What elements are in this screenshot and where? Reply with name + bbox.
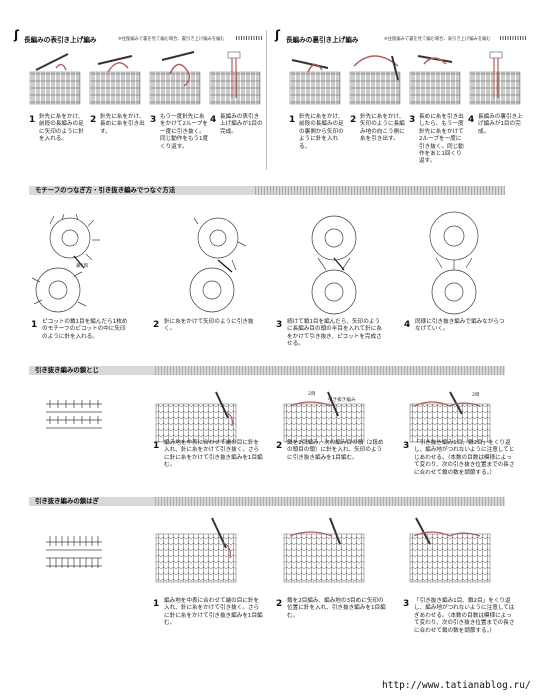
step-text: 針先に糸をかけ、矢印のように長編み地の向こう側に糸を引き出す。 [360, 114, 405, 143]
step-text: 続けて鎖1目を編んだら、矢印のように長編み目の頭の半目を入れて針に糸をかけて引き… [287, 319, 382, 348]
header-hatch [155, 366, 505, 375]
step-text: 鎖を2目編み、次の編み目の頭（2段めの頭目の頭）に針を入れ、矢印のように引き抜き… [287, 440, 384, 461]
step-text: 針に糸をかけて矢印のように引き抜く。 [164, 319, 254, 333]
sec1-rule [236, 36, 262, 40]
step-text: 長編みの表引き上げ編みが1目の完成。 [220, 114, 263, 135]
step-text: 針先に糸をかけ、前段の長編みの足の裏側から矢印のように針を入れる。 [299, 114, 344, 150]
step-number: 1 [153, 599, 160, 609]
hook-icon: ʃ [275, 28, 280, 42]
sec3-header: モチーフのつなぎ方・引き抜き編みでつなぐ方法 [29, 186, 505, 195]
step-number: 2 [90, 115, 97, 125]
column-divider [266, 30, 267, 170]
step-number: 2 [350, 115, 357, 125]
step-number: 3 [409, 115, 416, 125]
step-number: 2 [153, 320, 160, 330]
header-hatch [155, 497, 505, 506]
step-number: 1 [31, 320, 38, 330]
step-number: 1 [153, 441, 160, 451]
step-text: 針先に糸をかけ、長めに糸を引き出す。 [100, 114, 145, 135]
step-text: 針先に糸をかけ、前段の長編みの足に矢印のように針を入れる。 [39, 114, 84, 143]
step-text: 編み地を中表に合わせて端の目に針を入れ、針に糸をかけて引き抜く。さらに針に糸をか… [164, 598, 263, 627]
sec3-title: モチーフのつなぎ方・引き抜き編みでつなぐ方法 [35, 186, 176, 194]
step-number: 4 [404, 320, 411, 330]
step-number: 3 [276, 320, 283, 330]
watermark-url: http://www.tatianablog.ru/ [382, 680, 531, 691]
sec4-header: 引き抜き編みの鎖とじ [29, 366, 505, 375]
hook-icon: ʃ [14, 28, 19, 42]
chain-label: 2目 [472, 393, 480, 398]
sec5-header: 引き抜き編みの鎖はぎ [29, 497, 505, 506]
header-hatch [255, 186, 505, 195]
chain-label: 鎖1目 [76, 264, 89, 269]
step-number: 1 [289, 115, 296, 125]
sec1-illustrations [29, 51, 261, 105]
sec1-note: ※往復編みで裏を見て編む場合、裏引き上げ編みを編む [118, 37, 225, 42]
step-text: 長編みの裏引き上げ編みが1目の完成。 [478, 114, 523, 135]
step-text: もう一度針先に糸をかけて2ループを一度に引き抜く。同じ動作をもう1度くり返す。 [160, 114, 209, 150]
sec4-illustrations [46, 391, 491, 443]
sec2-illustrations [289, 51, 521, 105]
sec5-title: 引き抜き編みの鎖はぎ [35, 497, 99, 505]
chain-label: 2目 [308, 392, 316, 397]
sec5-illustrations [46, 517, 491, 583]
sec1-title: 長編みの表引き上げ編み [24, 36, 97, 44]
step-text: 「引き抜き編み1目、鎖2目」をくり返し、編み地がつれないように注意してとじあわせ… [414, 440, 515, 476]
sec4-title: 引き抜き編みの鎖とじ [35, 366, 99, 374]
sec3-illustrations [31, 211, 479, 315]
step-text: 同様に引き抜き編みで編みながらつなげていく。 [415, 319, 505, 333]
step-text: ピコットの鎖1目を編んだら1枚めのモチーフのピコットの中に矢印のように針を入れる… [42, 319, 128, 340]
step-number: 2 [276, 599, 283, 609]
sec2-title: 長編みの裏引き上げ編み [286, 36, 359, 44]
step-number: 3 [403, 441, 410, 451]
step-number: 2 [276, 441, 283, 451]
slip-stitch-label: 引き抜き編み [328, 398, 356, 403]
step-number: 1 [29, 115, 36, 125]
sec2-rule [500, 36, 526, 40]
step-text: 「引き抜き編み1目、鎖2目」をくり返し、編み地がつれないように注意してはぎあわせ… [414, 598, 515, 634]
step-number: 3 [403, 599, 410, 609]
step-number: 4 [468, 115, 475, 125]
step-text: 編み地を中表に合わせて端の目に針を入れ、針に糸をかけて引き抜く。さらに針に糸をか… [164, 440, 263, 469]
sec2-note: ※往復編みで裏を見て編む場合、表引き上げ編みを編む [384, 37, 491, 42]
step-text: 長めに糸を引き出したら、もう一度針先に糸をかけて2ループを一度に引き抜く。同じ動… [419, 114, 464, 165]
step-number: 4 [210, 115, 217, 125]
step-text: 鎖を2目編み、編み地の3目めに矢印の位置に針を入れ、引き抜き編みを1目編む。 [287, 598, 386, 619]
step-number: 3 [150, 115, 157, 125]
